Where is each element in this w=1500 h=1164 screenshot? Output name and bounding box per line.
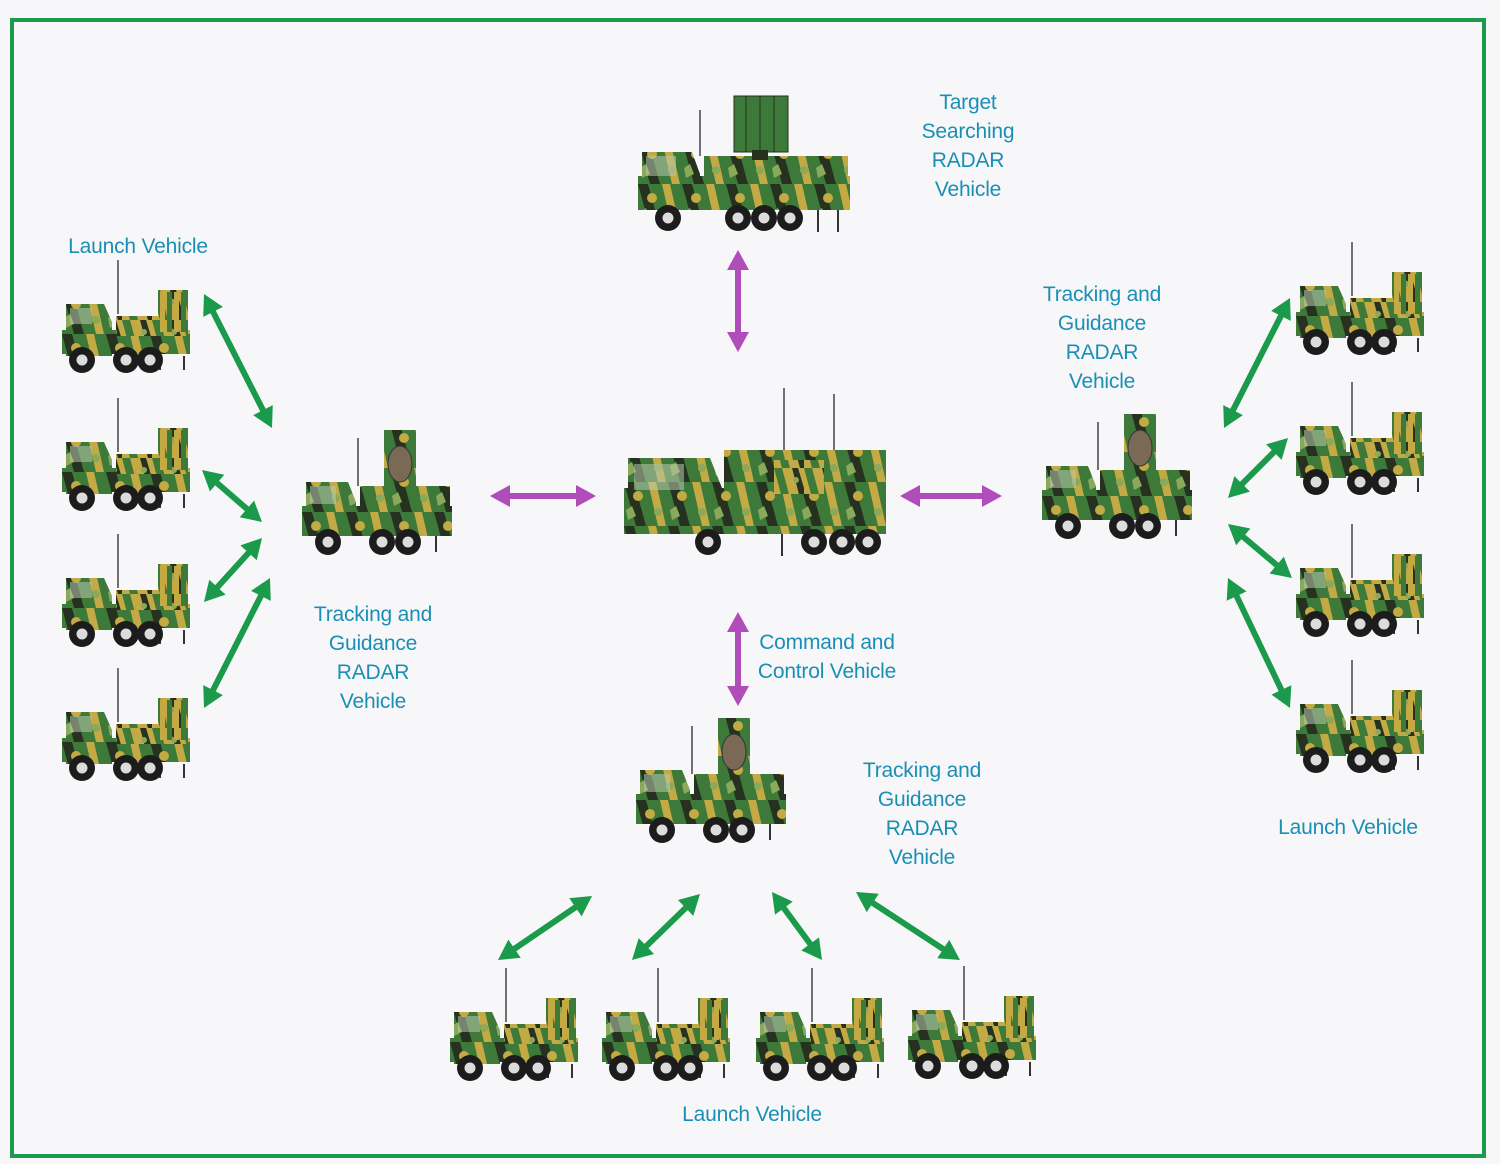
arrow-tracking-radar-left-to-launcher-left-2 — [202, 470, 262, 522]
arrow-tracking-radar-right-to-launcher-right-3 — [1228, 524, 1292, 578]
label-command-control: Command and Control Vehicle — [757, 631, 897, 683]
arrow-tracking-radar-left-to-launcher-left-1 — [203, 294, 273, 428]
command-control-vehicle — [624, 388, 886, 556]
arrow-tracking-radar-right-to-launcher-right-4 — [1226, 578, 1292, 708]
label-target-search-radar: Target Searching RADAR Vehicle — [921, 91, 1015, 201]
label-tracking-radar-bottom: Tracking and Guidance RADAR Vehicle — [862, 759, 982, 869]
arrow-tracking-radar-left-to-launcher-left-3 — [204, 538, 262, 602]
launcher-left-1 — [62, 260, 190, 373]
arrow-tracking-radar-right-to-launcher-right-2 — [1228, 438, 1288, 498]
launcher-left-4 — [62, 668, 190, 781]
label-launch-right: Launch Vehicle — [1278, 816, 1418, 839]
label-tracking-radar-left: Tracking and Guidance RADAR Vehicle — [313, 603, 433, 713]
launcher-bottom-2 — [602, 968, 730, 1081]
arrow-tracking-radar-bottom-to-launcher-bottom-1 — [498, 896, 592, 960]
label-launch-left: Launch Vehicle — [68, 235, 208, 258]
launcher-bottom-1 — [450, 968, 578, 1081]
launcher-right-2 — [1296, 382, 1424, 495]
arrow-tracking-radar-left-to-launcher-left-4 — [203, 578, 271, 708]
arrow-command-control-to-target-search-radar — [727, 250, 749, 352]
label-tracking-radar-right: Tracking and Guidance RADAR Vehicle — [1042, 283, 1162, 393]
tracking-radar-left-vehicle — [302, 430, 452, 555]
launcher-left-2 — [62, 398, 190, 511]
arrow-command-control-to-tracking-radar-right — [900, 485, 1002, 507]
arrow-tracking-radar-bottom-to-launcher-bottom-4 — [856, 892, 960, 960]
target-search-radar-vehicle — [638, 96, 850, 232]
launcher-left-3 — [62, 534, 190, 647]
arrow-command-control-to-tracking-radar-left — [490, 485, 596, 507]
arrow-tracking-radar-bottom-to-launcher-bottom-3 — [772, 892, 822, 960]
launcher-bottom-4 — [908, 966, 1036, 1079]
launcher-right-3 — [1296, 524, 1424, 637]
launcher-bottom-3 — [756, 968, 884, 1081]
tracking-radar-bottom-vehicle — [636, 718, 786, 843]
launcher-right-4 — [1296, 660, 1424, 773]
arrow-tracking-radar-bottom-to-launcher-bottom-2 — [632, 894, 700, 960]
launcher-right-1 — [1296, 242, 1424, 355]
diagram-frame — [10, 18, 1486, 1158]
arrow-tracking-radar-right-to-launcher-right-1 — [1223, 298, 1291, 428]
link-arrows — [202, 250, 1292, 960]
tracking-radar-right-vehicle — [1042, 414, 1192, 539]
label-launch-bottom: Launch Vehicle — [682, 1103, 822, 1126]
arrow-command-control-to-tracking-radar-bottom — [727, 612, 749, 706]
